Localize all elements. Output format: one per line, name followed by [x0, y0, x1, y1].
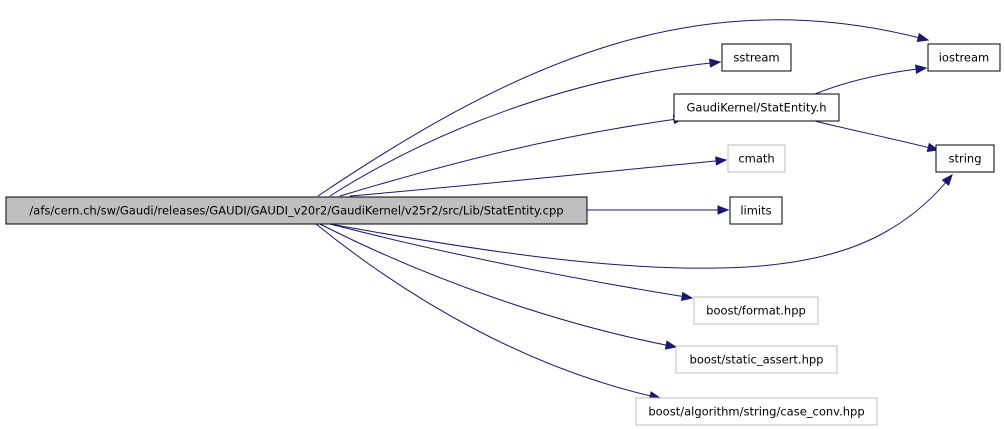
node-box [729, 196, 783, 225]
edge-arrowhead [916, 32, 930, 42]
node-iostream[interactable]: iostream [927, 43, 1001, 72]
edge-root-to-static [319, 223, 678, 350]
node-caseconv: boost/algorithm/string/case_conv.hpp [635, 397, 878, 426]
edge-statentity-to-string [814, 120, 940, 152]
node-box [721, 43, 792, 72]
node-cmath: cmath [727, 144, 786, 173]
node-box [5, 196, 588, 225]
node-root[interactable]: /afs/cern.ch/sw/Gaudi/releases/GAUDI/GAU… [5, 196, 588, 225]
node-statentity[interactable]: GaudiKernel/StatEntity.h [673, 93, 840, 122]
edge-root-to-cmath [349, 156, 728, 197]
edge-root-to-limits [587, 205, 730, 215]
node-sstream[interactable]: sstream [721, 43, 792, 72]
edge-statentity-to-iostream [814, 64, 928, 95]
edge-root-to-iostream [317, 19, 930, 197]
edge-line [317, 19, 929, 197]
edge-root-to-sstream [329, 58, 722, 197]
node-label: GaudiKernel/StatEntity.h [687, 101, 827, 115]
node-label: limits [740, 204, 771, 218]
edge-arrowhead [926, 142, 940, 152]
node-label: boost/format.hpp [706, 304, 806, 318]
edge-arrowhead [664, 340, 678, 350]
edge-line [814, 67, 927, 95]
edge-arrowhead [717, 205, 730, 215]
node-label: /afs/cern.ch/sw/Gaudi/releases/GAUDI/GAU… [29, 204, 563, 218]
edge-line [315, 223, 661, 399]
node-box [727, 144, 786, 173]
node-box [693, 296, 819, 325]
edge-line [339, 117, 685, 197]
node-label: string [948, 152, 981, 166]
nodes-layer: /afs/cern.ch/sw/Gaudi/releases/GAUDI/GAU… [5, 43, 1001, 426]
edge-line [814, 120, 939, 151]
edge-arrowhead [709, 58, 722, 68]
edge-arrowhead [915, 64, 928, 74]
edge-root-to-string [329, 173, 953, 269]
node-static: boost/static_assert.hpp [675, 345, 838, 374]
node-label: sstream [733, 51, 779, 65]
edge-arrowhead [715, 156, 728, 166]
node-box [927, 43, 1001, 72]
edge-arrowhead [680, 291, 694, 302]
edge-line [329, 223, 693, 299]
node-limits[interactable]: limits [729, 196, 783, 225]
edge-line [329, 61, 721, 197]
node-box [635, 397, 878, 426]
node-box [675, 345, 838, 374]
edge-line [349, 159, 727, 197]
edge-line [319, 223, 677, 348]
edge-line [329, 174, 953, 269]
node-label: iostream [939, 51, 990, 65]
node-box [935, 144, 995, 173]
edge-arrowhead [941, 173, 953, 187]
node-box [673, 93, 840, 122]
node-label: cmath [738, 152, 774, 166]
node-format: boost/format.hpp [693, 296, 819, 325]
node-label: boost/algorithm/string/case_conv.hpp [648, 405, 864, 419]
edge-root-to-format [329, 223, 694, 302]
node-label: boost/static_assert.hpp [690, 353, 824, 367]
node-string[interactable]: string [935, 144, 995, 173]
